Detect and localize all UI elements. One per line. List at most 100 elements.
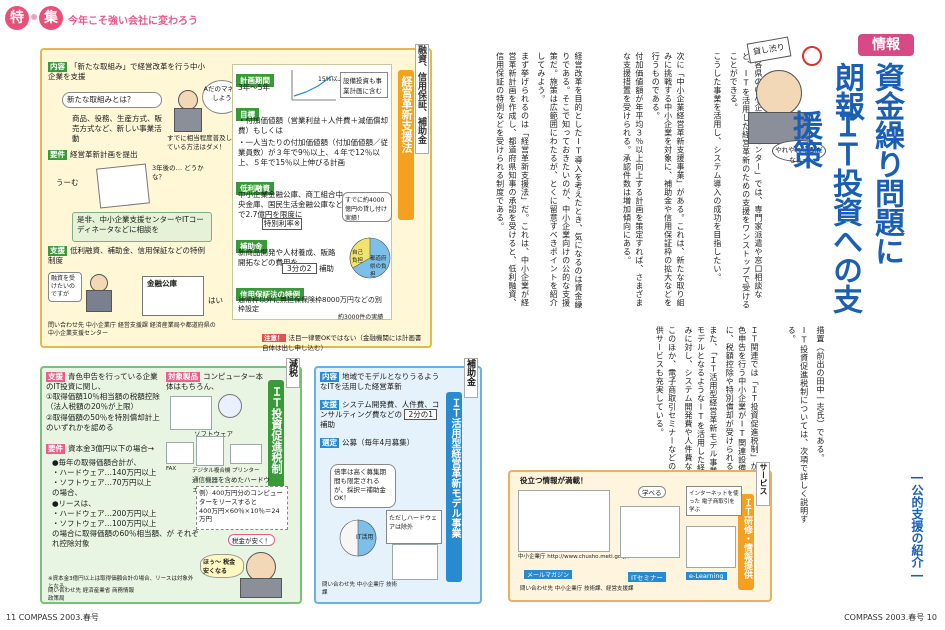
subsidy-pie [349, 237, 391, 279]
model-ratio-label: IT活用 [356, 534, 374, 541]
goal-text-1: ・付加価値額（営業利益＋人件費＋減価償却費）もしくは [238, 116, 388, 136]
cd-icon [218, 394, 242, 418]
businessman-illustration [170, 90, 204, 132]
panel-it-model: 補助金 ＩＴ活用型経営革新モデル事業 内容地域でモデルとなりうるようなITを活用… [314, 358, 482, 604]
body-paragraph: まず挙げられるのは「経営革新支援法」だ。これは、中小企業が経営革新計画を作成し、… [495, 52, 530, 307]
subsidy-text: 新商品開発や人材養成、販路開拓などの費用を [238, 248, 336, 268]
guarantee-bubble: 約3000件の実績 [338, 314, 384, 321]
period-head: 計画期間 [236, 68, 274, 87]
body-paragraph: 「各県の中小企業支援センター」では、専門家派遣や窓口相談など、ITを活用した経営… [729, 52, 763, 309]
q-items: 商品、役務、生産方式、販売方式など、新しい事業活動 [72, 114, 162, 144]
tax-side-label-2: ＩＴ投資促進税制 [268, 380, 284, 500]
model-side-label-1: 補助金 [464, 358, 478, 398]
services-side-label-1: サービス [756, 462, 770, 506]
services-bubble-2: インターネットを使った 電子商取引を学ぶ [686, 486, 742, 516]
no-symbol-icon [802, 46, 822, 66]
title-line-1: 資金繰り問題に朗報 [829, 62, 904, 265]
support-text: 低利融資、補助金、信用保証などの特例制度 [48, 246, 205, 266]
yes-voice: はい [208, 296, 223, 305]
req-item: の場合、 [52, 488, 82, 498]
services-side-label-2: ＩＴ研修・情報提供 [738, 494, 754, 590]
lowrate-box: 特別利率※ [262, 218, 302, 231]
tax-support: 支援青色申告を行っている企業のIT投資に関し、 ①取得価額10％相当額の税額控除… [46, 372, 160, 432]
tax-support-2: ②取得価額の50％を特別償却計上のいずれかを認める [46, 412, 160, 432]
model-content-label: 内容 [320, 372, 339, 383]
tag-char-1: 特 [5, 6, 29, 30]
example-calc: 400万円×60％×10％＝24万円 [199, 506, 280, 524]
services-tag-elearning: e-Learning [686, 572, 727, 580]
lowrate-head: 低利融資 [236, 176, 274, 195]
computer-illustration [170, 396, 212, 430]
body-paragraph: 次に「中小企業経営革新支援事業」がある。これは、新たな取り組みに挑戦する中小企業… [651, 52, 685, 307]
body-paragraph: ＩＴ関連では「ＩＴ投資促進税制」がある。これは、青色申告を行う中小企業がIT関連… [725, 326, 759, 539]
tax-support-label: 支援 [46, 372, 65, 383]
model-support-label: 支援 [320, 400, 339, 411]
lowrate-bubble: すでに約4000億円の貸し付け実績！ [342, 192, 392, 222]
clerk-illustration [84, 274, 112, 312]
panel-it-tax: 減税 ＩＴ投資促進税制 支援青色申告を行っている企業のIT投資に関し、 ①取得価… [40, 358, 302, 604]
content-row: 内容「新たな取組み」で経営改革を行う中小企業を支援 [48, 62, 208, 82]
plan-note: 3年後の… どうかな？ [152, 164, 204, 181]
example-bubble: 税金が安く！ [228, 534, 275, 546]
example-box: 例）400万円分のコンピューターをリースすると 400万円×60％×10％＝24… [196, 486, 288, 530]
header-tag: 特 集 [5, 6, 65, 32]
subsidy-ratio: 3分の2 [282, 263, 317, 274]
target-item-copier: デジタル複合機 [192, 468, 231, 474]
body-paragraph: また、「ＩＴ活用型経営革新モデル事業」では、地域でモデルとなるようなITを活用し… [684, 326, 718, 535]
cartoon-tax-man [238, 550, 288, 598]
guarantee-head: 信用保証法の特例 [236, 282, 304, 301]
guarantee-text: 通常枠以外に無担保保険枠8000万円などの別枠設定 [238, 296, 382, 314]
body-column-lower-1: ＩＴ関連では「ＩＴ投資促進税制」がある。これは、青色申告を行う中小企業がIT関連… [520, 326, 760, 540]
growth-graph [291, 70, 336, 101]
subsidy-tail: 補助 [318, 264, 334, 273]
goal-head: 目標 [236, 102, 259, 121]
tax-target: 対象製品コンピューター本体はもちろん、 [166, 372, 263, 392]
cartoon-bubble: やれやれ 心配だなぁ〜 [772, 140, 826, 164]
target-item-printer: プリンター [232, 468, 260, 474]
side-label-law: 経営革新支援法 [398, 70, 414, 220]
body-column-4: 経営改革を目的としたIT導入を考えたとき、気になるのは資金繰りである。そこで知っ… [494, 52, 584, 314]
model-side-label-2: ＩＴ活用型経営革新モデル事業 [446, 392, 462, 582]
note-text: 法目一律要OKではない（金融機関には計画書自体は出し申し込む） [262, 334, 422, 352]
footer-right: COMPASS 2003.春号 10 [844, 613, 937, 622]
help-box: 是非、中小企業支援センターやITコーディネータなどに相談を [72, 212, 212, 242]
services-tag-seminar: ITセミナー [628, 572, 666, 582]
model-bubble: 倍率は高く募集期間も限定されるが、採択＝補助金OK！ [330, 464, 396, 508]
graph-note: 設備投資も事業計画に含む [340, 72, 388, 98]
phone-illustration [166, 442, 194, 464]
req-item: の場合に取得価額の60％相当額、が それぞれ控除対象 [52, 528, 199, 548]
content-label: 内容 [48, 62, 67, 73]
body-paragraph: こうした事業を活用し、システム導入の成功を目指したい。 [712, 52, 722, 282]
side-label-financing: 融資、信用保証、補助金 [415, 44, 429, 154]
body-paragraph: 経営改革を目的としたIT導入を考えたとき、気になるのは資金繰りである。そこで知っ… [536, 52, 583, 309]
copier-illustration [196, 436, 224, 466]
bank-building: 金融公庫 [142, 276, 204, 316]
subsidy-head: 補助金 [236, 234, 267, 253]
body-paragraph: このほか、電子商取引セミナーなどのＩＴ研修・情報提供サービスも充実している。 [655, 326, 677, 539]
tax-req-note: ※資本金3億円以上は取得価額合計の場合、リースは対象外となる。 [48, 576, 194, 590]
support-row: 支援低利融資、補助金、信用保証などの特例制度 [48, 246, 208, 266]
q-bubble: 新たな取組みとは？ [62, 92, 162, 108]
site-caption: 中小企業庁 http://www.chusho.meti.go.jp/ [518, 554, 630, 560]
tag-dot [31, 14, 37, 20]
panel-keiei-kakushin: 融資、信用保証、補助金 経営革新支援法 内容「新たな取組み」で経営改革を行う中小… [40, 44, 432, 352]
req-item: ・ソフトウェア…70万円以上 [52, 478, 152, 488]
footer-left: 11 COMPASS 2003.春号 [6, 613, 99, 622]
body-column-3: 次に「中小企業経営革新支援事業」がある。これは、新たな取り組みに挑戦する中小企業… [590, 52, 686, 314]
pie-label-fund: 都道府県の負担 [370, 256, 387, 278]
hw-note: ただしハードウェアは除外 [386, 510, 442, 544]
note-label: 注意！ [262, 334, 286, 342]
tax-contact: 問い合わせ先 経済産業省 商務情報政策局 [48, 588, 134, 602]
subsidy-ratio-row: 3分の2 補助 [282, 263, 334, 274]
subtitle: ―公的支援の紹介― [910, 470, 924, 582]
req-item: ・ハードウェア…140万円以上 [52, 468, 157, 478]
tax-cartoon-voice: ほぅ〜 税金 安くなる [200, 554, 244, 578]
target-item-fax: FAX [166, 466, 177, 472]
lowrate-text: 中小企業金融公庫、商工組合中央金庫、国民生活金融公庫などで2.7億円を限度に [238, 190, 343, 220]
services-bubble-1: 学べる [638, 486, 666, 498]
contact-top: 問い合わせ先 中小企業庁 経営支援課 経済産業局や都道府県の中小企業支援センター [48, 322, 216, 337]
services-intro: 役立つ情報が満載！ [520, 476, 588, 485]
req-row: 要件経営革新計画を提出 [48, 150, 208, 161]
cartoon-sign: 貸し渋り [746, 36, 792, 64]
tag-char-2: 集 [39, 6, 63, 30]
